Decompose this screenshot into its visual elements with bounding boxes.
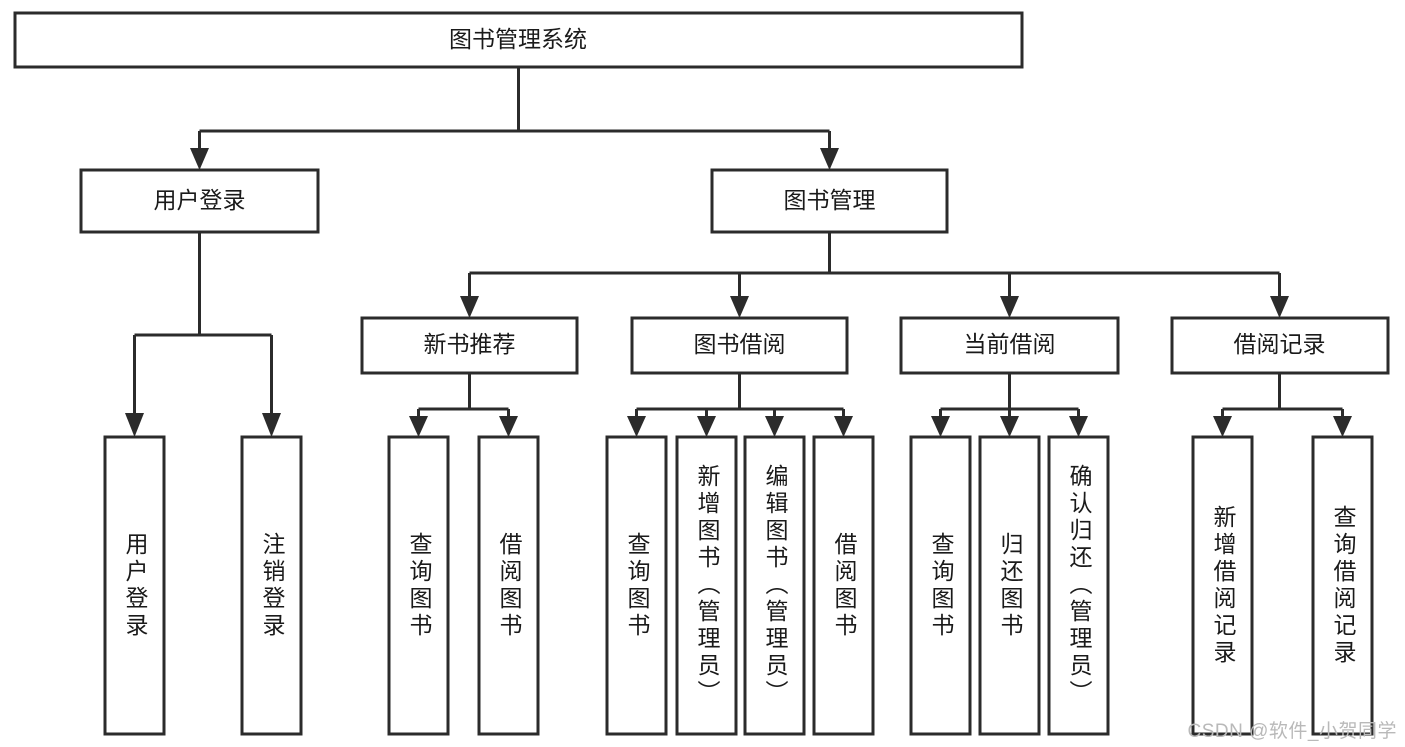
node-label-new-book-recommend: 新书推荐 xyxy=(424,331,516,357)
node-box-leaf-edit-book[interactable] xyxy=(743,435,806,736)
node-box-leaf-return-book[interactable] xyxy=(978,435,1041,736)
node-box-leaf-user-login[interactable] xyxy=(103,435,166,736)
node-box-leaf-add-book[interactable] xyxy=(675,435,738,736)
node-box-leaf-user-logout[interactable] xyxy=(240,435,303,736)
arrowhead-borrow-record xyxy=(1270,296,1289,318)
arrowhead-leaf-edit-book xyxy=(765,416,784,437)
arrowhead-book-borrow xyxy=(730,296,749,318)
node-box-leaf-query-book-1[interactable] xyxy=(387,435,450,736)
node-box-leaf-query-record[interactable] xyxy=(1311,435,1374,736)
node-box-book-management[interactable] xyxy=(710,168,949,234)
arrowhead-leaf-query-record xyxy=(1333,416,1352,437)
node-label-book-borrow: 图书借阅 xyxy=(694,331,786,357)
node-box-root[interactable] xyxy=(13,11,1024,69)
node-box-current-borrow[interactable] xyxy=(899,316,1120,375)
arrowhead-leaf-borrow-book-1 xyxy=(499,416,518,437)
node-label-current-borrow: 当前借阅 xyxy=(964,331,1056,357)
connector-layer xyxy=(125,67,1352,437)
node-label-borrow-record: 借阅记录 xyxy=(1234,331,1326,357)
arrowhead-user-login xyxy=(190,148,209,170)
arrowhead-leaf-query-book-2 xyxy=(627,416,646,437)
node-box-book-borrow[interactable] xyxy=(630,316,849,375)
node-label-book-management: 图书管理 xyxy=(784,187,876,213)
arrowhead-leaf-user-login xyxy=(125,413,144,437)
node-box-leaf-query-book-3[interactable] xyxy=(909,435,972,736)
node-box-leaf-query-book-2[interactable] xyxy=(605,435,668,736)
arrowhead-current-borrow xyxy=(1000,296,1019,318)
node-box-leaf-borrow-book-1[interactable] xyxy=(477,435,540,736)
arrowhead-leaf-return-book xyxy=(1000,416,1019,437)
arrowhead-leaf-add-book xyxy=(697,416,716,437)
node-box-borrow-record[interactable] xyxy=(1170,316,1390,375)
node-box-leaf-confirm-return[interactable] xyxy=(1047,435,1110,736)
arrowhead-leaf-add-record xyxy=(1213,416,1232,437)
node-box-new-book-recommend[interactable] xyxy=(360,316,579,375)
arrowhead-new-book-recommend xyxy=(460,296,479,318)
arrowhead-leaf-query-book-1 xyxy=(409,416,428,437)
node-layer: 图书管理系统 用户登录 图书管理 新书推荐 图书借阅 当前借阅 借阅记录 xyxy=(13,11,1390,736)
arrowhead-book-management xyxy=(820,148,839,170)
arrowhead-leaf-user-logout xyxy=(262,413,281,437)
node-box-leaf-add-record[interactable] xyxy=(1191,435,1254,736)
watermark-text: CSDN @软件_小贺同学 xyxy=(1187,721,1397,742)
node-box-user-login[interactable] xyxy=(79,168,320,234)
arrowhead-leaf-borrow-book-2 xyxy=(834,416,853,437)
node-box-leaf-borrow-book-2[interactable] xyxy=(812,435,875,736)
node-label-root: 图书管理系统 xyxy=(449,26,587,52)
node-label-user-login: 用户登录 xyxy=(154,187,246,213)
arrowhead-leaf-confirm-return xyxy=(1069,416,1088,437)
arrowhead-leaf-query-book-3 xyxy=(931,416,950,437)
